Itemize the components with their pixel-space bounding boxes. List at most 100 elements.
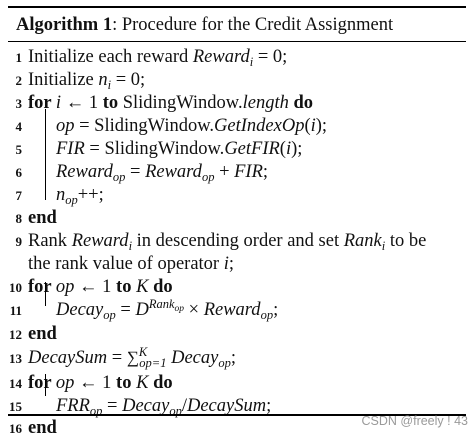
code-token: D bbox=[135, 300, 149, 320]
code-token: ( bbox=[279, 139, 286, 159]
code-token: to bbox=[116, 373, 132, 393]
algorithm-line: 1 Initialize each reward Rewardi = 0; bbox=[8, 45, 466, 69]
code-token: op bbox=[55, 373, 75, 393]
code-token: ∑ bbox=[126, 348, 139, 367]
code-token: = bbox=[125, 162, 146, 182]
code-token: Rank bbox=[343, 231, 382, 251]
code-token: n bbox=[56, 185, 66, 205]
bottom-rule bbox=[8, 414, 466, 416]
algorithm-line: 14 for op ← 1 to K do bbox=[8, 371, 466, 395]
code-token: ← 1 bbox=[74, 277, 117, 297]
code-token: do bbox=[153, 373, 173, 393]
code-token: ); bbox=[315, 116, 328, 136]
code-token: FRR bbox=[56, 396, 90, 416]
code-token: FIR bbox=[234, 162, 263, 182]
code-token: op bbox=[56, 116, 75, 136]
line-number: 3 bbox=[15, 96, 23, 111]
code-token: K bbox=[136, 277, 149, 297]
algorithm-line: the rank value of operator i; bbox=[8, 252, 466, 276]
code-token: Rank bbox=[148, 297, 175, 311]
code-token: ; bbox=[228, 254, 234, 274]
code-token: K bbox=[136, 373, 149, 393]
code-token: DecaySum bbox=[28, 348, 108, 368]
loop-body-bar-1 bbox=[45, 109, 46, 200]
line-code: end bbox=[28, 206, 57, 230]
code-token: op bbox=[174, 304, 185, 314]
code-token: n bbox=[98, 70, 108, 90]
code-token: end bbox=[28, 324, 57, 344]
code-token: Decay bbox=[171, 348, 219, 368]
line-code: Initialize each reward Rewardi = 0; bbox=[28, 45, 287, 69]
code-token: DecaySum bbox=[186, 396, 267, 416]
algorithm-line: 11 Decayop = DRankop × Rewardop; bbox=[8, 298, 466, 322]
code-token: op bbox=[112, 170, 126, 184]
caption-rule bbox=[8, 41, 466, 42]
line-number: 11 bbox=[9, 303, 22, 318]
code-token: for bbox=[28, 277, 56, 297]
code-token: = 0; bbox=[111, 70, 146, 90]
line-code: Initialize ni = 0; bbox=[28, 68, 145, 92]
line-number: 1 bbox=[15, 50, 23, 65]
code-token: to bbox=[102, 93, 119, 113]
code-token: / bbox=[181, 396, 187, 416]
loop-body-bar-3 bbox=[45, 374, 46, 396]
code-token: × bbox=[184, 300, 204, 320]
code-token: op bbox=[201, 170, 215, 184]
line-number: 2 bbox=[15, 73, 23, 88]
line-code: Rank Rewardi in descending order and set… bbox=[28, 229, 426, 253]
code-token: op bbox=[103, 308, 116, 322]
code-token: op bbox=[65, 193, 78, 207]
line-number: 10 bbox=[9, 280, 22, 295]
code-token: for bbox=[28, 373, 56, 393]
algorithm-caption: Algorithm 1: Procedure for the Credit As… bbox=[16, 13, 393, 37]
line-code: for i ← 1 to SlidingWindow.length do bbox=[28, 91, 313, 115]
code-token: SlidingWindow. bbox=[118, 93, 243, 113]
code-token: to bbox=[116, 277, 132, 297]
line-number: 12 bbox=[9, 327, 22, 342]
code-token: + bbox=[214, 162, 235, 182]
code-token: = SlidingWindow. bbox=[74, 116, 215, 136]
top-rule bbox=[8, 6, 466, 8]
code-token: Decay bbox=[56, 300, 104, 320]
line-number: 8 bbox=[15, 211, 23, 226]
line-code: for op ← 1 to K do bbox=[28, 371, 173, 395]
code-token: ); bbox=[291, 139, 303, 159]
code-token: ( bbox=[304, 116, 311, 136]
code-token: Reward bbox=[71, 231, 129, 251]
code-token: GetFIR bbox=[224, 139, 280, 159]
code-token: end bbox=[28, 418, 57, 438]
code-token: end bbox=[28, 208, 57, 228]
line-code: nop++; bbox=[56, 183, 104, 207]
line-number: 14 bbox=[9, 376, 22, 391]
line-code: end bbox=[28, 416, 57, 440]
code-token: i bbox=[128, 239, 133, 253]
code-token: Reward bbox=[56, 162, 113, 182]
caption-label: Algorithm 1 bbox=[16, 15, 113, 35]
code-token: i bbox=[310, 116, 316, 136]
line-code: DecaySum = ∑Kop=1 Decayop; bbox=[28, 346, 236, 370]
code-token: in descending order and set bbox=[132, 231, 344, 251]
code-token: length bbox=[242, 93, 289, 113]
line-number: 16 bbox=[9, 421, 22, 436]
code-token: op bbox=[260, 308, 274, 322]
code-token: = 0; bbox=[253, 47, 288, 67]
code-token: i bbox=[55, 93, 62, 113]
code-token: op bbox=[218, 356, 231, 370]
code-token: Reward bbox=[145, 162, 202, 182]
code-token: FIR bbox=[56, 139, 85, 159]
code-token: i bbox=[249, 55, 254, 69]
algorithm-line: 8 end bbox=[8, 206, 466, 230]
code-token: ; bbox=[262, 162, 269, 182]
line-code: Decayop = DRankop × Rewardop; bbox=[56, 298, 278, 322]
line-number: 9 bbox=[15, 234, 23, 249]
code-token: i bbox=[381, 239, 386, 253]
code-token: do bbox=[293, 93, 314, 113]
watermark: CSDN @freely ! 43 bbox=[361, 414, 468, 428]
line-number: 4 bbox=[15, 119, 23, 134]
code-token: Reward bbox=[192, 47, 250, 67]
